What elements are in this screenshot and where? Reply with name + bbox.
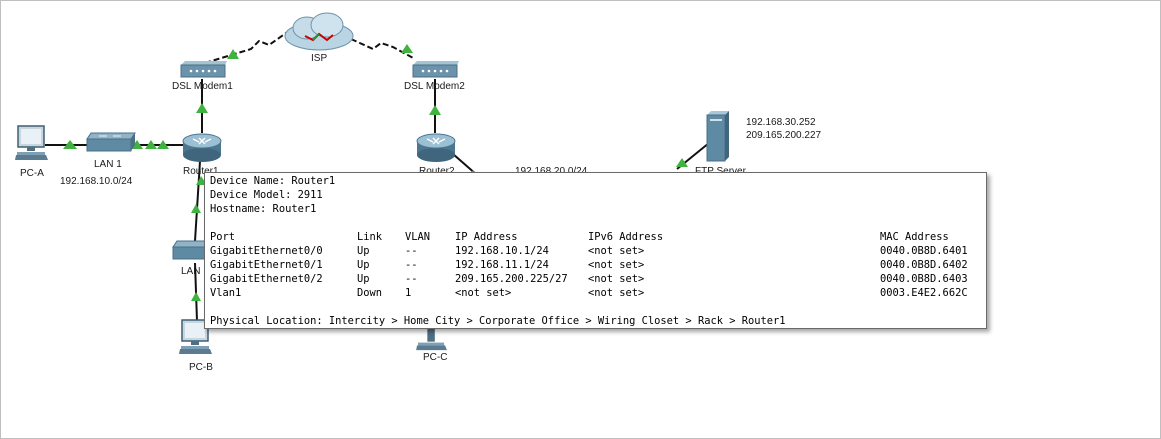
header-ip: IP Address <box>455 231 518 243</box>
router1-label: Router1 <box>183 166 219 177</box>
pca-label: PC-A <box>20 168 44 179</box>
cell-ipv6: <not set> <box>588 259 645 271</box>
link-up-indicator <box>191 292 201 301</box>
device-info-tooltip: Device Name: Router1 Device Model: 2911 … <box>204 172 987 329</box>
cell-link: Up <box>357 245 370 257</box>
modem1-label: DSL Modem1 <box>172 81 233 92</box>
link-up-indicator <box>676 158 688 167</box>
header-ipv6: IPv6 Address <box>588 231 664 243</box>
cell-vlan: -- <box>405 259 418 271</box>
cell-port: GigabitEthernet0/0 <box>210 245 323 257</box>
lan1-network: 192.168.10.0/24 <box>60 176 133 187</box>
hostname: Hostname: Router1 <box>210 203 317 215</box>
switch-icon[interactable] <box>85 131 137 153</box>
link-up-indicator <box>429 105 441 115</box>
physical-location: Physical Location: Intercity > Home City… <box>210 315 786 327</box>
link-up-indicator <box>145 140 157 149</box>
device-name: Device Name: Router1 <box>210 175 336 187</box>
ftp-ip-2: 209.165.200.227 <box>746 130 822 141</box>
pcb-label: PC-B <box>189 362 213 373</box>
modem-icon[interactable] <box>179 59 229 79</box>
cell-ip: 192.168.11.1/24 <box>455 259 549 271</box>
link-up-indicator <box>401 44 413 53</box>
isp-label: ISP <box>311 53 328 64</box>
link-up-indicator <box>196 103 208 113</box>
cell-vlan: 1 <box>405 287 412 299</box>
header-vlan: VLAN <box>405 231 431 243</box>
cell-port: GigabitEthernet0/1 <box>210 259 323 271</box>
ftp-label: FTP Server <box>695 166 746 178</box>
cell-ip: 209.165.200.225/27 <box>455 273 568 285</box>
cell-mac: 0040.0B8D.6402 <box>880 259 968 271</box>
cell-ipv6: <not set> <box>588 273 645 285</box>
link-up-indicator <box>227 49 239 59</box>
lan2-label: LAN <box>181 266 201 277</box>
link-up-indicator <box>191 204 201 213</box>
cell-vlan: -- <box>405 245 418 257</box>
cell-link: Up <box>357 259 370 271</box>
modem2-label: DSL Modem2 <box>404 81 465 92</box>
cell-port: Vlan1 <box>210 287 242 299</box>
cell-mac: 0003.E4E2.662C <box>880 287 968 299</box>
cell-vlan: -- <box>405 273 418 285</box>
router-icon[interactable] <box>181 129 223 163</box>
lan1-label: LAN 1 <box>94 159 122 170</box>
cell-ipv6: <not set> <box>588 287 645 299</box>
cloud-icon[interactable] <box>281 11 357 53</box>
cell-ip: 192.168.10.1/24 <box>455 245 549 257</box>
pc-icon[interactable] <box>179 319 213 355</box>
cell-mac: 0040.0B8D.6401 <box>880 245 968 257</box>
device-model: Device Model: 2911 <box>210 189 323 201</box>
cell-link: Up <box>357 273 370 285</box>
header-port: Port <box>210 231 236 243</box>
cell-ipv6: <not set> <box>588 245 645 257</box>
cell-mac: 0040.0B8D.6403 <box>880 273 968 285</box>
header-mac: MAC Address <box>880 231 949 243</box>
server-icon[interactable] <box>705 109 731 163</box>
ftp-ip-1: 192.168.30.252 <box>746 117 816 128</box>
router2-label: Router2 <box>419 166 455 178</box>
link-up-indicator <box>131 140 143 149</box>
modem-icon[interactable] <box>411 59 461 79</box>
link-up-indicator <box>63 140 77 149</box>
pcc-label: PC-C <box>423 352 448 363</box>
router-icon[interactable] <box>415 129 457 163</box>
cell-port: GigabitEthernet0/2 <box>210 273 323 285</box>
cell-link: Down <box>357 287 383 299</box>
cable-router1-lan2 <box>194 160 201 242</box>
cell-ip: <not set> <box>455 287 512 299</box>
link-up-indicator <box>157 140 169 149</box>
pc-icon[interactable] <box>415 323 449 351</box>
pc-icon[interactable] <box>15 125 49 161</box>
serial-isp-modem2 <box>350 38 416 60</box>
lan3-network: 192.168.20.0/24 <box>515 166 587 178</box>
header-link: Link <box>357 231 383 243</box>
